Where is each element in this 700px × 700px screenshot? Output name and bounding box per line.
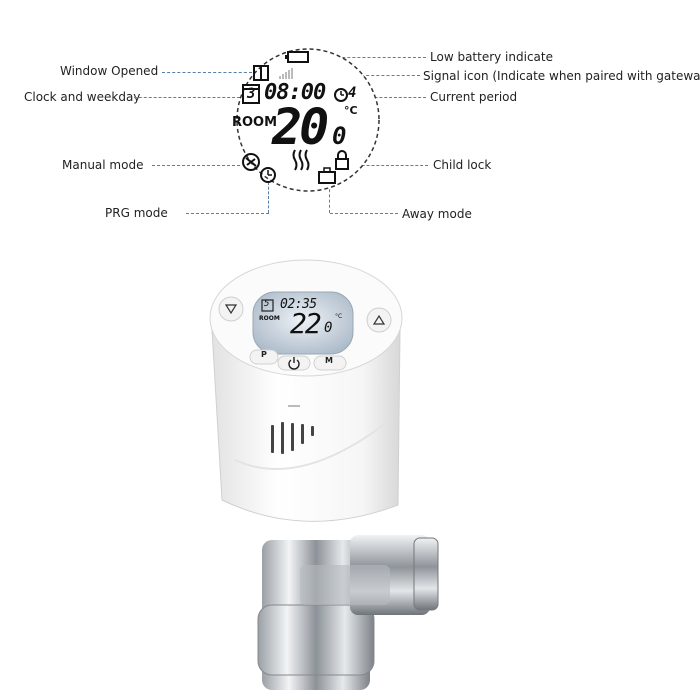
weekday-icon — [242, 84, 260, 104]
leader-window-opened — [162, 72, 252, 73]
label-child-lock: Child lock — [433, 158, 492, 172]
lcd-closeup — [236, 48, 380, 192]
m-button-label: M — [325, 356, 333, 365]
device-temperature-decimal: 0 — [324, 320, 333, 336]
device-room-label: ROOM — [259, 315, 280, 322]
leader-current-period — [360, 97, 426, 98]
device-weekday-icon — [261, 299, 274, 312]
leader-away-mode-vertical — [329, 184, 330, 213]
label-window-opened: Window Opened — [60, 64, 159, 78]
valve-shadow — [300, 565, 390, 605]
device-temperature: 22 — [290, 307, 322, 340]
device-unit: °C — [335, 313, 343, 320]
lcd-closeup-border — [236, 48, 380, 192]
lcd-closeup-unit: °C — [344, 104, 358, 117]
leader-prg-mode — [186, 213, 269, 214]
label-manual-mode: Manual mode — [62, 158, 144, 172]
leader-clock-weekday — [134, 97, 240, 98]
prg-mode-icon — [260, 167, 276, 183]
period-clock-icon — [334, 88, 348, 102]
leader-manual-mode — [152, 165, 240, 166]
device-clock: 02:35 — [280, 297, 317, 312]
thermostat-body — [211, 329, 401, 522]
m-button[interactable] — [313, 355, 347, 371]
lcd-closeup-weekday: 3 — [247, 86, 256, 102]
lcd-closeup-temperature: 20 — [272, 98, 329, 156]
leader-low-battery — [312, 57, 426, 58]
valve-assembly — [257, 535, 439, 690]
vent-slots — [271, 422, 314, 454]
label-clock-weekday: Clock and weekday — [24, 90, 141, 104]
down-arrow-icon — [224, 304, 238, 315]
lcd-closeup-period: 4 — [348, 85, 357, 101]
battery-icon-tip — [285, 55, 288, 59]
power-icon — [288, 357, 300, 370]
thermostat-head — [209, 259, 403, 522]
device-weekday: 5 — [264, 299, 270, 309]
up-button[interactable] — [366, 307, 392, 333]
p-button-label: P — [261, 350, 267, 359]
valve-side-coupling — [413, 537, 439, 611]
label-signal-icon: Signal icon (Indicate when paired with g… — [423, 69, 700, 83]
label-prg-mode: PRG mode — [105, 206, 168, 220]
label-current-period: Current period — [430, 90, 518, 104]
lcd-closeup-temperature-decimal: 0 — [332, 122, 347, 150]
signal-icon — [279, 68, 293, 79]
leader-child-lock — [352, 165, 428, 166]
window-opened-icon — [253, 65, 269, 81]
label-away-mode: Away mode — [402, 207, 472, 221]
valve-nut — [257, 604, 375, 676]
down-button[interactable] — [218, 296, 244, 322]
label-low-battery: Low battery indicate — [430, 50, 553, 64]
p-button[interactable] — [249, 349, 279, 365]
lcd-closeup-room-label: ROOM — [232, 115, 278, 130]
indicator-led — [288, 405, 300, 407]
leader-prg-mode-vertical — [268, 182, 269, 213]
manual-mode-icon — [242, 153, 260, 171]
lcd-closeup-clock: 08:00 — [264, 80, 326, 105]
device-lcd-screen — [252, 291, 354, 355]
up-arrow-icon — [372, 314, 386, 325]
body-curve — [234, 419, 391, 470]
heating-icon — [292, 149, 310, 171]
leader-away-mode — [330, 213, 398, 214]
away-mode-icon — [318, 167, 336, 184]
child-lock-icon — [335, 150, 349, 170]
